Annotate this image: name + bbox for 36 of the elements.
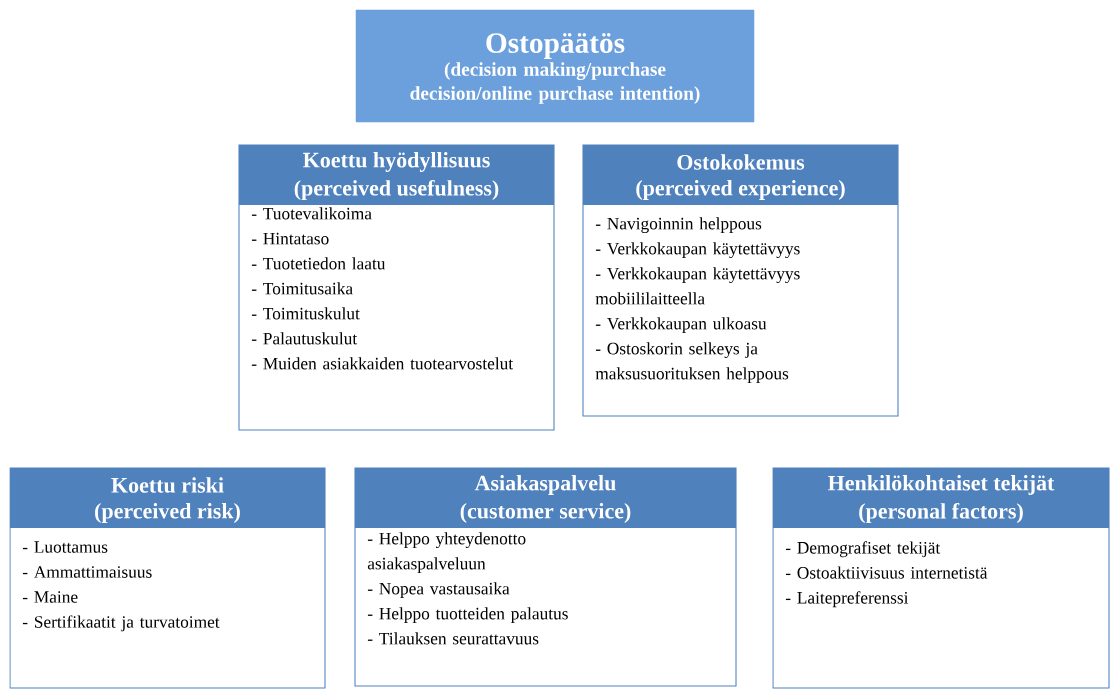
info-card — [354, 467, 737, 687]
list-item: - Helppo tuotteiden palautus — [367, 607, 568, 623]
info-card — [772, 467, 1110, 689]
list-item: - Luottamus — [22, 541, 108, 553]
title-box — [355, 9, 755, 123]
list-item: - Verkkokaupan käytettävyys mobiililaitteella — [595, 267, 800, 305]
list-item: - Toimitusaika — [251, 282, 353, 295]
list-item: - Helppo yhteydenotto asiakaspalveluun — [367, 532, 526, 573]
box-subtitle: (decision making/purchase decision/online purchase intention) — [410, 62, 700, 104]
list-item: - Sertifikaatit ja turvatoimet — [22, 615, 220, 632]
list-item: - Hintataso — [251, 232, 329, 245]
list-item: - Laitepreferenssi — [785, 591, 909, 608]
list-item: - Ammattimaisuus — [22, 566, 152, 578]
list-item: - Tuotevalikoima — [251, 207, 372, 220]
list-item: - Verkkokaupan käytettävyys — [595, 242, 800, 259]
list-item: - Ostoaktiivisuus internetistä — [785, 566, 988, 579]
list-item: - Tuotetiedon laatu — [251, 257, 386, 270]
card-header: Koettu hyödyllisuus (perceived usefulness) — [239, 145, 554, 205]
list-item: - Tilauksen seurattavuus — [367, 632, 539, 645]
list-item: - Nopea vastausaika — [367, 582, 510, 598]
info-card — [9, 467, 326, 689]
list-item: - Palautuskulut — [251, 332, 358, 345]
info-card — [582, 144, 899, 417]
card-header: Henkilökohtaiset tekijät (personal factors) — [773, 468, 1109, 528]
list-item: - Navigoinnin helppous — [595, 217, 762, 234]
card-header: Ostokokemus (perceived experience) — [583, 145, 898, 205]
card-header: Koettu riski (perceived risk) — [10, 468, 325, 528]
list-item: - Muiden asiakkaiden tuotearvostelut — [251, 357, 514, 370]
list-item: - Toimituskulut — [251, 307, 360, 320]
list-item: - Verkkokaupan ulkoasu — [595, 317, 767, 333]
list-item: - Maine — [22, 591, 78, 603]
info-card — [238, 144, 555, 431]
card-header: Asiakaspalvelu (customer service) — [355, 468, 736, 528]
list-item: - Ostoskorin selkeys ja maksusuorituksen helppous — [595, 342, 789, 383]
box-title: Ostopäätös — [486, 33, 625, 59]
list-item: - Demografiset tekijät — [785, 541, 941, 558]
